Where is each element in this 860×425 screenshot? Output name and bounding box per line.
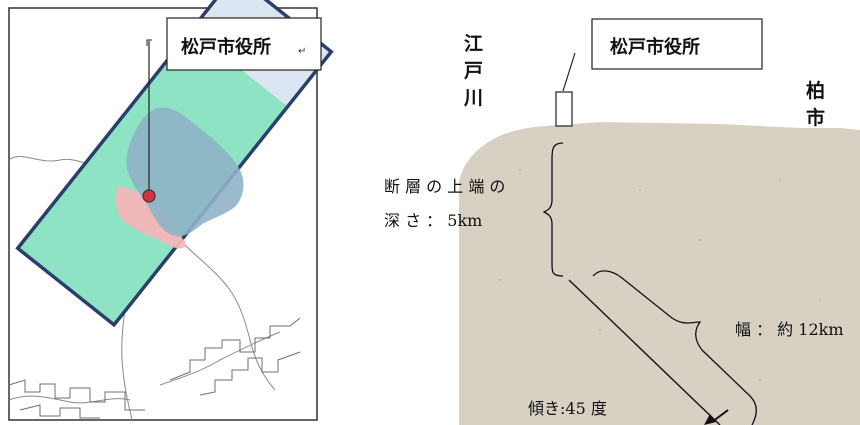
texture-dot [778,178,782,182]
map-city-hall-label: 松戸市役所 [181,36,271,58]
fault-line [568,279,721,425]
dip-arrow-shaft [711,409,729,423]
kashiwa-char-2: 市 [806,106,825,129]
texture-dot [518,168,522,172]
section-city-hall-label: 松戸市役所 [610,36,700,58]
cross-section-panel: 松戸市役所 江 戸 川 柏 市 断 層 の 上 端 の 深 さ ： 5km 幅 … [384,18,860,425]
coastline-path [169,317,301,381]
map-panel: 松戸市役所 ↵ [8,0,334,421]
coastline-path [8,379,145,411]
dip-label: 傾き:45 度 [528,399,607,418]
depth-label-line1: 断 層 の 上 端 の [384,177,505,196]
texture-dot [698,238,702,242]
depth-label-line2: 深 さ ： 5km [384,211,482,230]
map-label-box [166,17,322,71]
boundary-line [8,395,131,404]
dip-arrow-head [704,414,716,425]
coastline-path [199,351,301,396]
width-label: 幅 ： 約 12km [735,320,844,339]
texture-dot [758,378,762,382]
ground-body [459,122,860,425]
coastline-path [19,404,100,419]
edogawa-char-2: 戸 [464,60,483,82]
edogawa-char-3: 川 [463,87,483,109]
boundary-line [184,244,276,391]
city-hall-marker [142,189,156,203]
texture-dot [818,298,822,302]
section-leader-line [562,52,576,92]
map-leader-tick [146,39,152,46]
city-hall-building [555,91,573,127]
depth-brace [542,142,564,277]
edogawa-label: 江 戸 川 [463,33,483,109]
texture-dot [498,278,502,282]
boundary-line [159,331,281,386]
width-brace [592,270,757,425]
texture-dot [598,328,602,332]
map-return-mark: ↵ [298,46,306,57]
texture-dot [638,188,642,192]
edogawa-char-1: 江 [464,33,483,55]
ground-texture [498,168,822,382]
coastline [8,317,301,419]
kashiwa-label: 柏 市 [806,79,825,129]
section-label-box [591,18,763,70]
matsudo-city-area [126,107,244,237]
kashiwa-char-1: 柏 [806,79,825,102]
